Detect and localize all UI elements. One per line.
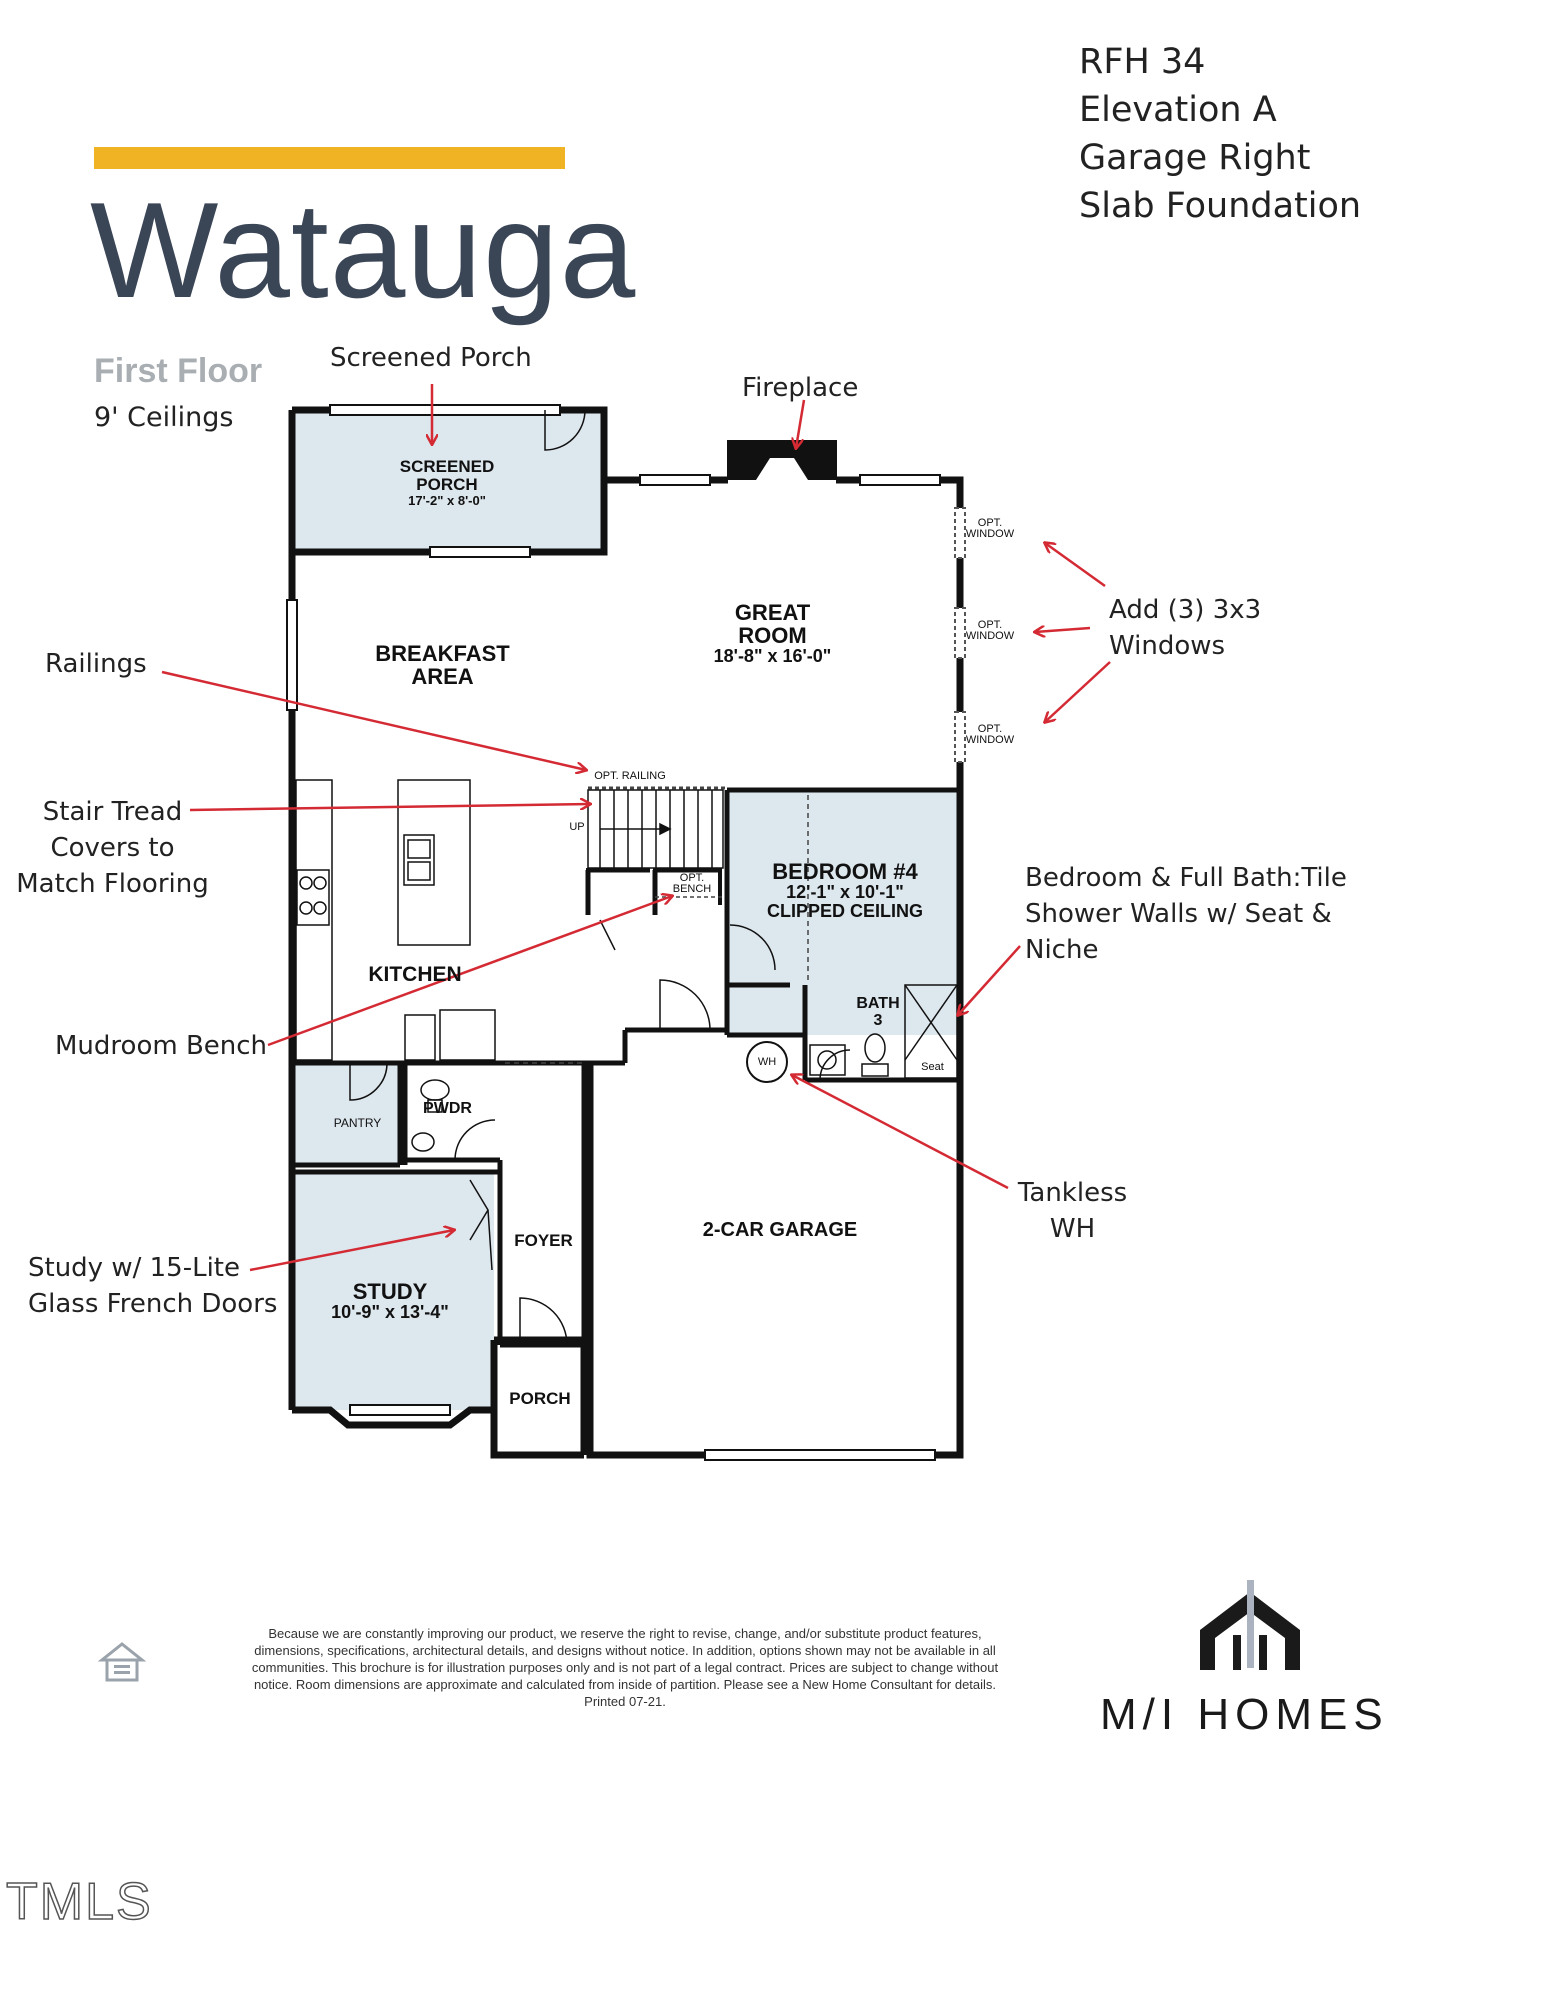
- opt-text: OPT.: [977, 619, 1003, 631]
- interior-walls: [292, 480, 960, 1348]
- room-label: 3: [873, 1011, 883, 1029]
- window-text: WINDOW: [965, 734, 1015, 746]
- windows: [286, 404, 941, 1461]
- callout-windows: Windows: [1109, 631, 1226, 661]
- room-porch: PORCH: [509, 1389, 571, 1408]
- opt-window-label: OPT. WINDOW: [965, 518, 1015, 540]
- study-fill: [292, 1172, 494, 1410]
- callout-bath-tile: Bedroom & Full Bath:Tile: [1025, 863, 1347, 893]
- callout-fireplace: Fireplace: [742, 373, 859, 403]
- kitchen-fixtures: [295, 779, 496, 1061]
- callout-stair-tread: Stair Tread: [42, 797, 183, 827]
- opt-window-label: OPT. WINDOW: [965, 724, 1015, 746]
- pantry-fill: [292, 1063, 400, 1165]
- bench-text: BENCH: [672, 883, 712, 895]
- opt-text: OPT.: [679, 872, 705, 884]
- callout-screened-porch: Screened Porch: [330, 343, 532, 373]
- room-label: ROOM: [738, 623, 807, 649]
- callout-tankless-wh: WH: [1049, 1214, 1096, 1244]
- equal-housing-icon: [98, 1642, 146, 1682]
- stair-up-label: UP: [569, 821, 585, 833]
- mls-watermark: TMLS: [5, 1872, 153, 1932]
- opt-text: OPT.: [977, 723, 1003, 735]
- powder-fixtures: [411, 1079, 450, 1152]
- room-dims: 12'-1" x 10'-1": [786, 882, 904, 903]
- mudroom: [586, 868, 722, 915]
- spec-line: Elevation A: [1079, 90, 1277, 130]
- plan-title: Watauga: [90, 174, 637, 326]
- legal-disclaimer: Because we are constantly improving our …: [251, 1626, 999, 1709]
- opt-text: OPT.: [977, 517, 1003, 529]
- callout-windows: Add (3) 3x3: [1109, 595, 1262, 625]
- opt-window-label: OPT. WINDOW: [965, 620, 1015, 642]
- room-study: STUDY 10'-9" x 13'-4": [320, 1280, 460, 1322]
- spec-line: RFH 34: [1079, 42, 1206, 82]
- screened-porch-fill: [292, 410, 604, 552]
- room-bath-3: BATH 3: [848, 995, 908, 1030]
- room-kitchen: KITCHEN: [368, 963, 462, 986]
- room-label: GREAT: [734, 600, 811, 625]
- room-breakfast-area: BREAKFAST AREA: [360, 642, 525, 688]
- callout-bath-tile: Shower Walls w/ Seat &: [1025, 899, 1332, 929]
- opt-railing-label: OPT. RAILING: [594, 770, 666, 782]
- room-garage: 2-CAR GARAGE: [702, 1219, 858, 1241]
- spec-line: Garage Right: [1079, 138, 1311, 178]
- room-label: SCREENED: [399, 457, 495, 476]
- window-text: WINDOW: [965, 630, 1015, 642]
- water-heater: [746, 1041, 788, 1083]
- room-label: STUDY: [352, 1279, 428, 1304]
- callout-study-doors: Study w/ 15-Lite: [28, 1253, 240, 1283]
- room-label: BREAKFAST: [375, 641, 510, 666]
- doors: [349, 409, 851, 1346]
- seat-label: Seat: [921, 1061, 944, 1073]
- bath-fixtures: [809, 984, 958, 1079]
- room-dims: 17'-2" x 8'-0": [408, 492, 486, 508]
- room-label: PORCH: [416, 474, 478, 494]
- callout-stair-tread: Match Flooring: [16, 869, 209, 899]
- room-screened-porch: SCREENED PORCH 17'-2" x 8'-0": [372, 458, 522, 507]
- window-text: WINDOW: [965, 528, 1015, 540]
- room-label: BATH: [856, 995, 900, 1012]
- brand-wordmark: M/I HOMES: [1100, 1690, 1389, 1739]
- accent-bar: [94, 147, 565, 169]
- optional-windows: [954, 507, 966, 763]
- room-label: BEDROOM #4: [772, 859, 918, 884]
- room-foyer: FOYER: [514, 1231, 573, 1250]
- callout-railings: Railings: [45, 649, 147, 679]
- room-pantry: PANTRY: [333, 1116, 382, 1130]
- callout-bath-tile: Niche: [1025, 935, 1099, 965]
- room-dims: 18'-8" x 16'-0": [713, 646, 832, 667]
- staircase: [587, 789, 724, 869]
- callout-mudroom-bench: Mudroom Bench: [55, 1031, 268, 1061]
- mi-homes-house-icon: [1200, 1580, 1300, 1670]
- room-ceiling: CLIPPED CEILING: [766, 900, 923, 921]
- callout-tankless-wh: Tankless: [1017, 1178, 1128, 1208]
- room-bedroom-4: BEDROOM #4 12'-1" x 10'-1" CLIPPED CEILI…: [745, 860, 945, 921]
- bedroom-fill: [727, 790, 959, 1035]
- callout-stair-tread: Covers to: [50, 833, 175, 863]
- callout-arrows: [161, 384, 1111, 1272]
- room-dims: 10'-9" x 13'-4": [331, 1302, 449, 1323]
- opt-bench-label: OPT. BENCH: [668, 873, 716, 895]
- room-pwdr: PWDR: [423, 1100, 472, 1117]
- wh-label: WH: [757, 1056, 777, 1068]
- ceiling-height: 9' Ceilings: [94, 402, 234, 433]
- room-great-room: GREAT ROOM 18'-8" x 16'-0": [690, 601, 855, 666]
- callout-study-doors: Glass French Doors: [28, 1289, 278, 1319]
- room-label: AREA: [411, 664, 474, 690]
- floor-label: First Floor: [94, 352, 263, 390]
- spec-line: Slab Foundation: [1079, 186, 1362, 226]
